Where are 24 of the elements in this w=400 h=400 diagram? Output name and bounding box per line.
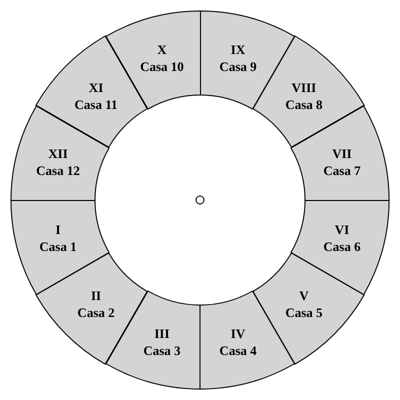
house-label: Casa 4 [219, 342, 257, 359]
house-label: Casa 2 [77, 304, 115, 321]
house-label: Casa 12 [36, 162, 80, 179]
roman-numeral: I [54, 221, 62, 238]
roman-numeral: II [90, 286, 102, 304]
roman-numeral: IV [230, 324, 246, 342]
house-label: Casa 8 [285, 96, 323, 114]
roman-numeral: V [298, 286, 310, 304]
house-label: Casa 11 [74, 96, 118, 114]
house-label: Casa 5 [285, 304, 323, 321]
roman-numeral: III [153, 324, 171, 342]
house-label: Casa 7 [323, 162, 361, 179]
house-label: Casa 3 [143, 342, 181, 359]
house-label: Casa 10 [140, 58, 184, 75]
house-label: Casa 6 [323, 238, 361, 256]
roman-numeral: XI [88, 79, 104, 96]
roman-numeral: VII [331, 144, 353, 162]
roman-numeral: VI [334, 221, 350, 238]
house-label: Casa 9 [219, 58, 257, 75]
roman-numeral: XII [47, 144, 69, 162]
roman-numeral: X [156, 41, 168, 58]
house-label: Casa 1 [39, 238, 77, 256]
roman-numeral: IX [230, 41, 246, 58]
roman-numeral: VIII [290, 79, 318, 96]
